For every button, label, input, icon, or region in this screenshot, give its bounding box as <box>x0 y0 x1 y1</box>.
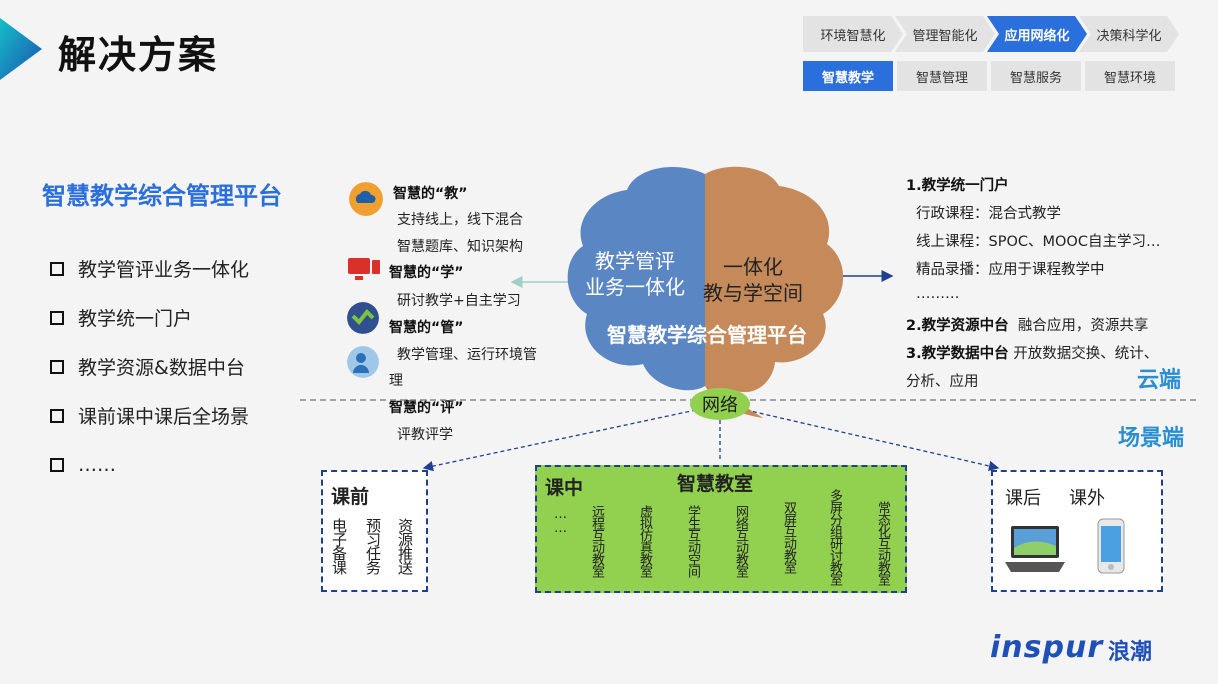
smart-teach-head: 智慧的“教” <box>393 186 468 202</box>
list-item: …… <box>50 440 249 489</box>
before-title: 课前 <box>331 486 370 508</box>
person-evaluate-icon <box>347 346 379 378</box>
during-class-box: 课中 智慧教室 …… 远程互动教室 虚拟仿真教室 学生互动空间 网络互动教室 双… <box>535 465 907 593</box>
brain-right-line1: 一体化 <box>723 255 783 279</box>
during-title: 课中 <box>545 477 584 499</box>
list-item: 教学资源&数据中台 <box>50 342 249 391</box>
inspur-logo-cn: 浪潮 <box>1108 640 1153 665</box>
tab-smart-environment[interactable]: 智慧环境 <box>1085 61 1175 91</box>
scene-layer-label: 场景端 <box>1118 426 1185 451</box>
after-title: 课后 <box>1005 488 1041 509</box>
smart-evaluate-head: 智慧的“评” <box>389 400 464 416</box>
subtab-row: 智慧教学 智慧管理 智慧服务 智慧环境 <box>803 61 1179 91</box>
tab-smart-teaching[interactable]: 智慧教学 <box>803 61 893 91</box>
before-col: 电子备课 <box>330 518 348 574</box>
smart-teach-line: 智慧题库、知识架构 <box>397 239 523 255</box>
page-title: 解决方案 <box>58 33 219 77</box>
smart-learn-head: 智慧的“学” <box>389 265 464 281</box>
portal-line: 线上课程：SPOC、MOOC自主学习… <box>916 234 1161 250</box>
nav-step-management[interactable]: 管理智能化 <box>895 16 995 52</box>
portal-line: ……… <box>916 286 960 302</box>
before-col: 预习任务 <box>364 518 382 574</box>
smart-teach-line: 支持线上，线下混合 <box>397 212 523 228</box>
brain-right-line2: 教与学空间 <box>703 281 803 305</box>
smart-learn-line: 研讨教学+自主学习 <box>397 293 521 309</box>
brain-bottom-title: 智慧教学综合管理平台 <box>607 323 807 347</box>
network-node <box>690 388 750 420</box>
brain-left-line1: 教学管评 <box>595 249 675 273</box>
checkbox-icon <box>50 457 64 472</box>
after-title: 课外 <box>1069 488 1105 509</box>
cloud-teach-icon <box>349 182 383 216</box>
brain-left-line2: 业务一体化 <box>585 275 685 299</box>
list-item: 教学管评业务一体化 <box>50 244 249 293</box>
phone-icon <box>1097 518 1125 574</box>
tab-smart-management[interactable]: 智慧管理 <box>897 61 987 91</box>
after-class-box: 课后 课外 <box>991 470 1163 592</box>
portal-head: 1.教学统一门户 <box>906 178 1009 194</box>
smart-evaluate-line: 评教评学 <box>397 427 453 443</box>
checkbox-icon <box>50 359 64 374</box>
screen-learn-icon <box>348 258 380 280</box>
brain-right-hemisphere <box>705 166 844 418</box>
data-text-2: 分析、应用 <box>906 374 979 390</box>
handshake-manage-icon <box>347 302 379 334</box>
right-panel: 1.教学统一门户 行政课程：混合式教学 线上课程：SPOC、MOOC自主学习… … <box>906 174 1206 394</box>
smart-manage-line: 理 <box>389 373 403 389</box>
list-item: 课前课中课后全场景 <box>50 391 249 440</box>
cloud-layer-label: 云端 <box>1137 368 1182 393</box>
during-col: 常态化互动教室 <box>875 501 890 585</box>
nav-step-application[interactable]: 应用网络化 <box>987 16 1087 52</box>
brain-left-hemisphere <box>567 167 705 391</box>
smart-features: 智慧的“教” 支持线上，线下混合 智慧题库、知识架构 智慧的“学” 研讨教学+自… <box>347 180 562 450</box>
before-col: 资源推送 <box>396 518 414 574</box>
data-text: 开放数据交换、统计、 <box>1013 346 1159 362</box>
during-col: 远程互动教室 <box>589 505 604 577</box>
checkbox-icon <box>50 408 64 423</box>
tab-smart-service[interactable]: 智慧服务 <box>991 61 1081 91</box>
smart-manage-head: 智慧的“管” <box>389 320 464 336</box>
before-class-box: 课前 电子备课 预习任务 资源推送 <box>321 470 428 592</box>
during-col: …… <box>553 507 568 535</box>
laptop-icon <box>1005 526 1065 572</box>
platform-title: 智慧教学综合管理平台 <box>42 182 282 210</box>
during-col: 双屏互动教室 <box>781 501 796 573</box>
portal-line: 精品录播：应用于课程教学中 <box>916 262 1105 278</box>
resource-head: 2.教学资源中台 <box>906 318 1009 334</box>
during-col: 多屏分组研讨教室 <box>827 489 842 585</box>
list-item: 教学统一门户 <box>50 293 249 342</box>
checkbox-icon <box>50 261 64 276</box>
nav-step-environment[interactable]: 环境智慧化 <box>803 16 903 52</box>
portal-line: 行政课程：混合式教学 <box>916 206 1061 222</box>
smart-manage-line: 教学管理、运行环境管 <box>397 347 537 363</box>
feature-list: 教学管评业务一体化 教学统一门户 教学资源&数据中台 课前课中课后全场景 …… <box>50 244 249 489</box>
resource-text: 融合应用，资源共享 <box>1017 318 1149 334</box>
inspur-logo: inspur <box>990 630 1104 665</box>
nav-step-decision[interactable]: 决策科学化 <box>1079 16 1179 52</box>
during-subtitle: 智慧教室 <box>677 473 754 495</box>
title-marker-icon <box>0 18 42 80</box>
during-col: 网络互动教室 <box>733 505 748 577</box>
during-col: 学生互动空间 <box>685 505 700 577</box>
checkbox-icon <box>50 310 64 325</box>
data-head: 3.教学数据中台 <box>906 346 1009 362</box>
brain-graphic: 教学管评 业务一体化 一体化 教与学空间 智慧教学综合管理平台 网络 <box>567 166 844 420</box>
during-col: 虚拟仿真教室 <box>637 505 652 577</box>
step-navigation: 环境智慧化 管理智能化 应用网络化 决策科学化 <box>803 16 1179 52</box>
network-label: 网络 <box>702 395 738 416</box>
